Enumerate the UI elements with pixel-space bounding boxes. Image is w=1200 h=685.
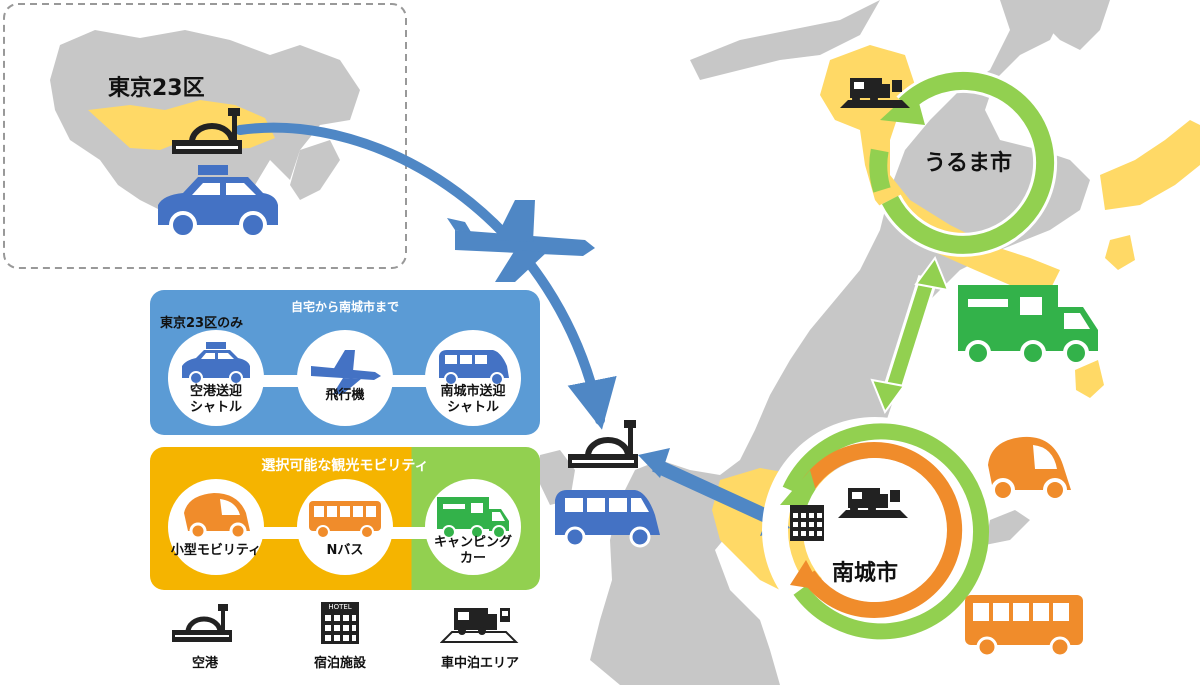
tokyo-label: 東京23区 [108,76,205,101]
nanjo-hotel-icon [790,505,824,541]
rv-park-icon [439,608,519,643]
legend-hotel-label: 宿泊施設 [313,656,366,671]
transport-item-van-label: 南城市送迎 シャトル [440,384,506,415]
tokyo-inset-frame [3,3,407,269]
mobility-item-bus-label: Nバス [326,543,364,558]
nanjo-label: 南城市 [832,561,899,586]
airplane-icon [311,350,381,394]
legend-item-airport: 空港 [170,600,240,671]
camping-car-icon [437,497,509,539]
hotel-icon: HOTEL [321,602,359,644]
mobility-panel-title: 選択可能な観光モビリティ [261,458,429,474]
legend-rv-park-label: 車中泊エリア [440,656,519,671]
tokyo-airport-icon [172,108,242,154]
legend-item-rv-park: 車中泊エリア [439,600,520,671]
legend-item-hotel: HOTEL 宿泊施設 [314,600,366,671]
flight-route-arrow [235,122,617,430]
van-icon [439,350,509,386]
hotel-sign-text: HOTEL [328,603,351,611]
van-icon [555,490,660,548]
transport-item-taxi-label: 空港送迎 シャトル [189,384,242,415]
taxi-icon [182,342,250,385]
uruma-label: うるま市 [924,151,1013,176]
transport-item-airplane-label: 飛行機 [325,388,365,403]
mobility-item-small-label: 小型モビリティ [170,543,262,558]
taxi-car-icon [158,165,278,239]
legend-airport-label: 空港 [191,656,218,671]
uruma-nanjo-arrow [870,255,950,415]
small-mobility-icon [184,493,250,540]
bus-icon [965,595,1083,658]
legend: 空港 HOTEL 宿泊施設 [150,600,540,680]
transport-item-taxi: 空港送迎 シャトル [168,330,264,426]
camping-truck-icon [958,285,1098,366]
mobility-item-camping: キャンピング カー [425,479,521,575]
transport-item-van: 南城市送迎 シャトル [425,330,521,426]
transport-item-airplane: 飛行機 [297,330,393,426]
transport-panel-subtitle: 東京23区のみ [160,316,244,331]
nanjo-cycle-ring [762,417,989,643]
small-mobility-icon [988,436,1071,502]
transport-panel: 自宅から南城市まで 東京23区のみ 空港送迎 シャトル 飛行機 [150,290,540,435]
airplane-icon [447,200,595,282]
nanjo-rv-park-icon [838,488,908,518]
okinawa-airport-icon [568,420,638,468]
airport-icon [172,604,232,642]
mobility-item-camping-label: キャンピング カー [433,535,512,566]
mobility-item-bus: Nバス [297,479,393,575]
mobility-panel: 選択可能な観光モビリティ 小型モビリティ Nバス [150,447,540,590]
transport-panel-title: 自宅から南城市まで [290,300,399,314]
bus-icon [309,501,381,539]
mobility-item-small: 小型モビリティ [168,479,264,575]
uruma-rv-park-icon [840,78,910,108]
